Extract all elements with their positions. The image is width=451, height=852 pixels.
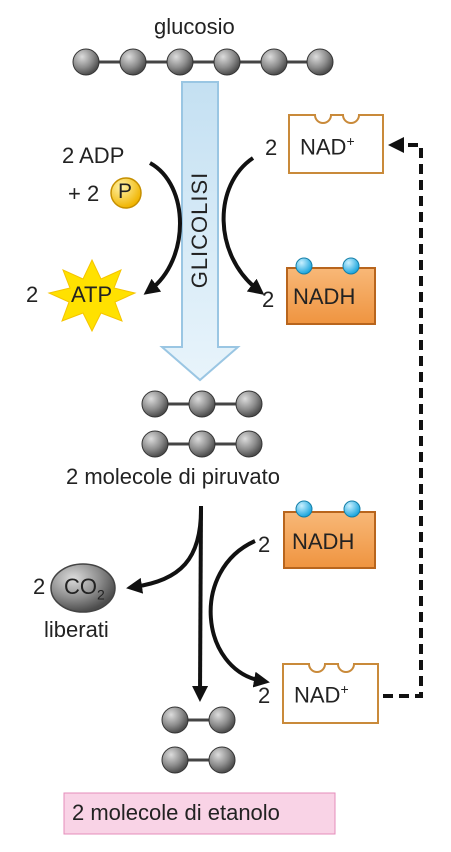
atp-label: ATP bbox=[71, 282, 113, 307]
glycolysis-arrow bbox=[159, 81, 241, 382]
ethanol-molecules bbox=[161, 706, 236, 774]
pyruvate-molecules bbox=[141, 390, 263, 458]
phosphate-symbol: P bbox=[118, 180, 133, 203]
nadh-box-middle bbox=[283, 500, 376, 569]
nadh-box-top bbox=[286, 257, 376, 325]
co2-released-label: liberati bbox=[44, 617, 109, 642]
nad-top-label: NAD+ bbox=[300, 133, 355, 160]
nad-top-coefficient: 2 bbox=[265, 135, 278, 160]
co2-molecule bbox=[50, 563, 116, 613]
glycolysis-label: GLICOLISI bbox=[187, 171, 212, 289]
nadh-mid-label: NADH bbox=[292, 529, 355, 554]
pyruvate-label: 2 molecole di piruvato bbox=[66, 464, 281, 489]
adp-to-atp-arrow bbox=[143, 161, 182, 295]
co2-text: CO bbox=[64, 574, 97, 599]
co2-release-arrow bbox=[126, 505, 204, 594]
atp-star bbox=[47, 258, 137, 333]
nad-top-text: NAD bbox=[300, 134, 347, 160]
ethanol-label: 2 molecole di etanolo bbox=[72, 800, 280, 825]
nad-box-bottom bbox=[282, 663, 379, 724]
co2-label: CO2 bbox=[64, 574, 105, 602]
nad-to-nadh-arrow bbox=[221, 156, 265, 295]
nad-top-superscript: + bbox=[346, 133, 355, 149]
atp-coefficient: 2 bbox=[26, 282, 39, 307]
nadh-top-label: NADH bbox=[293, 284, 356, 309]
nadh-mid-coefficient: 2 bbox=[258, 532, 271, 557]
ethanol-label-box bbox=[63, 792, 336, 835]
nad-bottom-coefficient: 2 bbox=[258, 683, 271, 708]
adp-label: 2 ADP bbox=[62, 143, 125, 168]
co2-coefficient: 2 bbox=[33, 574, 46, 599]
glucose-molecule bbox=[72, 48, 334, 76]
glucose-label: glucosio bbox=[154, 14, 235, 39]
nad-recycle-dashed-arrow bbox=[383, 137, 423, 698]
nad-bottom-text: NAD bbox=[294, 682, 341, 708]
nad-bottom-label: NAD+ bbox=[294, 681, 349, 708]
nadh-to-nad-arrow bbox=[208, 539, 270, 688]
nad-bottom-superscript: + bbox=[340, 681, 349, 697]
co2-subscript: 2 bbox=[97, 586, 105, 603]
pyruvate-to-ethanol-arrow bbox=[192, 505, 209, 702]
phosphate-circle bbox=[110, 177, 142, 209]
plus-phosphate-prefix: + 2 bbox=[68, 181, 100, 206]
nadh-top-coefficient: 2 bbox=[262, 287, 275, 312]
nad-box-top bbox=[288, 114, 384, 174]
